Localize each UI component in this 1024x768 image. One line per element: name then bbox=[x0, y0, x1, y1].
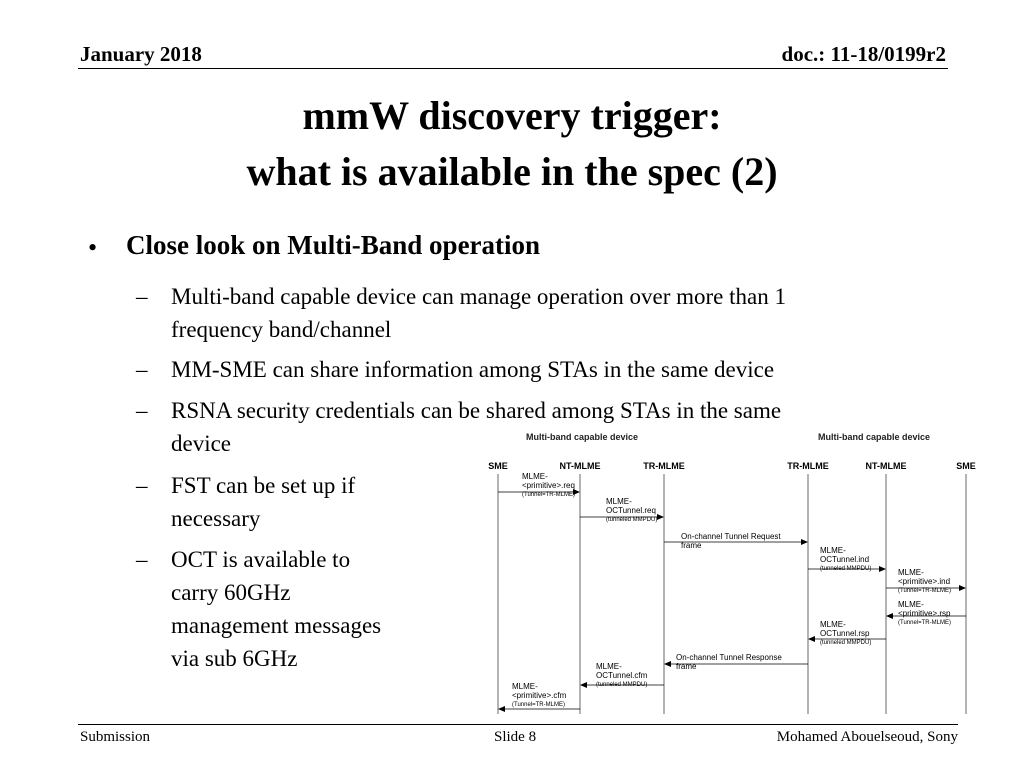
footer-submission: Submission bbox=[80, 729, 151, 745]
sub-bullet-line: management messages bbox=[171, 613, 382, 638]
sub-bullet-line: carry 60GHz bbox=[171, 580, 291, 605]
group-label-left: Multi-band capable device bbox=[526, 432, 638, 442]
message-label: OCTunnel.ind bbox=[820, 555, 869, 564]
sub-bullet-marker: – bbox=[136, 357, 148, 382]
footer-author: Mohamed Abouelseoud, Sony bbox=[776, 729, 958, 745]
message-label: OCTunnel.rsp bbox=[820, 629, 870, 638]
message-label: <primitive>.cfm bbox=[512, 691, 567, 700]
message-label: <primitive>.req bbox=[522, 481, 575, 490]
lifeline-label: TR-MLME bbox=[643, 461, 685, 471]
message-label: MLME- bbox=[898, 600, 924, 609]
sub-bullet-line: Multi-band capable device can manage ope… bbox=[171, 284, 786, 309]
lifeline-label: NT-MLME bbox=[866, 461, 907, 471]
header-doc-id: doc.: 11-18/0199r2 bbox=[781, 42, 946, 66]
message-label: MLME- bbox=[820, 546, 846, 555]
sequence-diagram-svg: SME NT-MLME TR-MLME TR-MLME NT-MLME SME MLME-… bbox=[488, 432, 976, 714]
message-label: MLME- bbox=[898, 568, 924, 577]
sub-bullet-line: via sub 6GHz bbox=[171, 646, 298, 671]
footer-slide-number: Slide 8 bbox=[494, 729, 537, 745]
sequence-diagram: SME NT-MLME TR-MLME TR-MLME NT-MLME SME MLME-… bbox=[478, 426, 986, 716]
message-note: (tunneled MMPDU) bbox=[820, 566, 871, 572]
message-note: (Tunnel=TR-MLME) bbox=[898, 620, 951, 626]
message-label: OCTunnel.req bbox=[606, 506, 656, 515]
sub-bullet-line: frequency band/channel bbox=[171, 317, 392, 342]
title-line-1: mmW discovery trigger: bbox=[302, 93, 722, 138]
sub-bullet-line: necessary bbox=[171, 506, 261, 531]
sub-bullet-line: RSNA security credentials can be shared … bbox=[171, 398, 782, 423]
slide-title: mmW discovery trigger: what is available… bbox=[0, 88, 1024, 200]
group-label-right: Multi-band capable device bbox=[818, 432, 930, 442]
message-note: (tunneled MMPDU) bbox=[606, 517, 657, 523]
header-date: January 2018 bbox=[80, 42, 202, 66]
sub-bullet-marker: – bbox=[136, 398, 148, 423]
message-note: (Tunnel=TR-MLME) bbox=[898, 588, 951, 594]
message-label: <primitive>.ind bbox=[898, 577, 950, 586]
message-label: On-channel Tunnel Response bbox=[676, 653, 782, 662]
sub-bullet-marker: – bbox=[136, 547, 148, 572]
lifeline-label: SME bbox=[956, 461, 976, 471]
message-label: OCTunnel.cfm bbox=[596, 671, 648, 680]
header-rule bbox=[78, 68, 948, 69]
message-label: frame bbox=[681, 541, 702, 550]
main-bullet-marker: • bbox=[88, 233, 98, 262]
message-label: MLME- bbox=[820, 620, 846, 629]
lifeline-label: SME bbox=[488, 461, 508, 471]
message-note: (Tunnel=TR-MLME) bbox=[512, 702, 565, 708]
sub-bullet-marker: – bbox=[136, 284, 148, 309]
sub-bullet-line: MM-SME can share information among STAs … bbox=[171, 357, 775, 382]
message-note: (Tunnel=TR-MLME) bbox=[522, 492, 575, 498]
message-label: MLME- bbox=[596, 662, 622, 671]
message-note: (tunneled MMPDU) bbox=[596, 682, 647, 688]
sub-bullet-line: FST can be set up if bbox=[171, 473, 356, 498]
sub-bullet-marker: – bbox=[136, 473, 148, 498]
title-line-2: what is available in the spec (2) bbox=[246, 149, 778, 194]
sub-bullet-line: OCT is available to bbox=[171, 547, 351, 572]
message-label: <primitive>.rsp bbox=[898, 609, 951, 618]
message-label: frame bbox=[676, 662, 697, 671]
main-bullet: Close look on Multi-Band operation bbox=[126, 230, 541, 260]
message-label: On-channel Tunnel Request bbox=[681, 532, 781, 541]
message-label: MLME- bbox=[512, 682, 538, 691]
sub-bullet-line: device bbox=[171, 431, 232, 456]
message-label: MLME- bbox=[522, 472, 548, 481]
footer-rule bbox=[78, 724, 958, 725]
lifeline-label: TR-MLME bbox=[787, 461, 829, 471]
message-note: (tunneled MMPDU) bbox=[820, 640, 871, 646]
lifeline-label: NT-MLME bbox=[560, 461, 601, 471]
message-label: MLME- bbox=[606, 497, 632, 506]
